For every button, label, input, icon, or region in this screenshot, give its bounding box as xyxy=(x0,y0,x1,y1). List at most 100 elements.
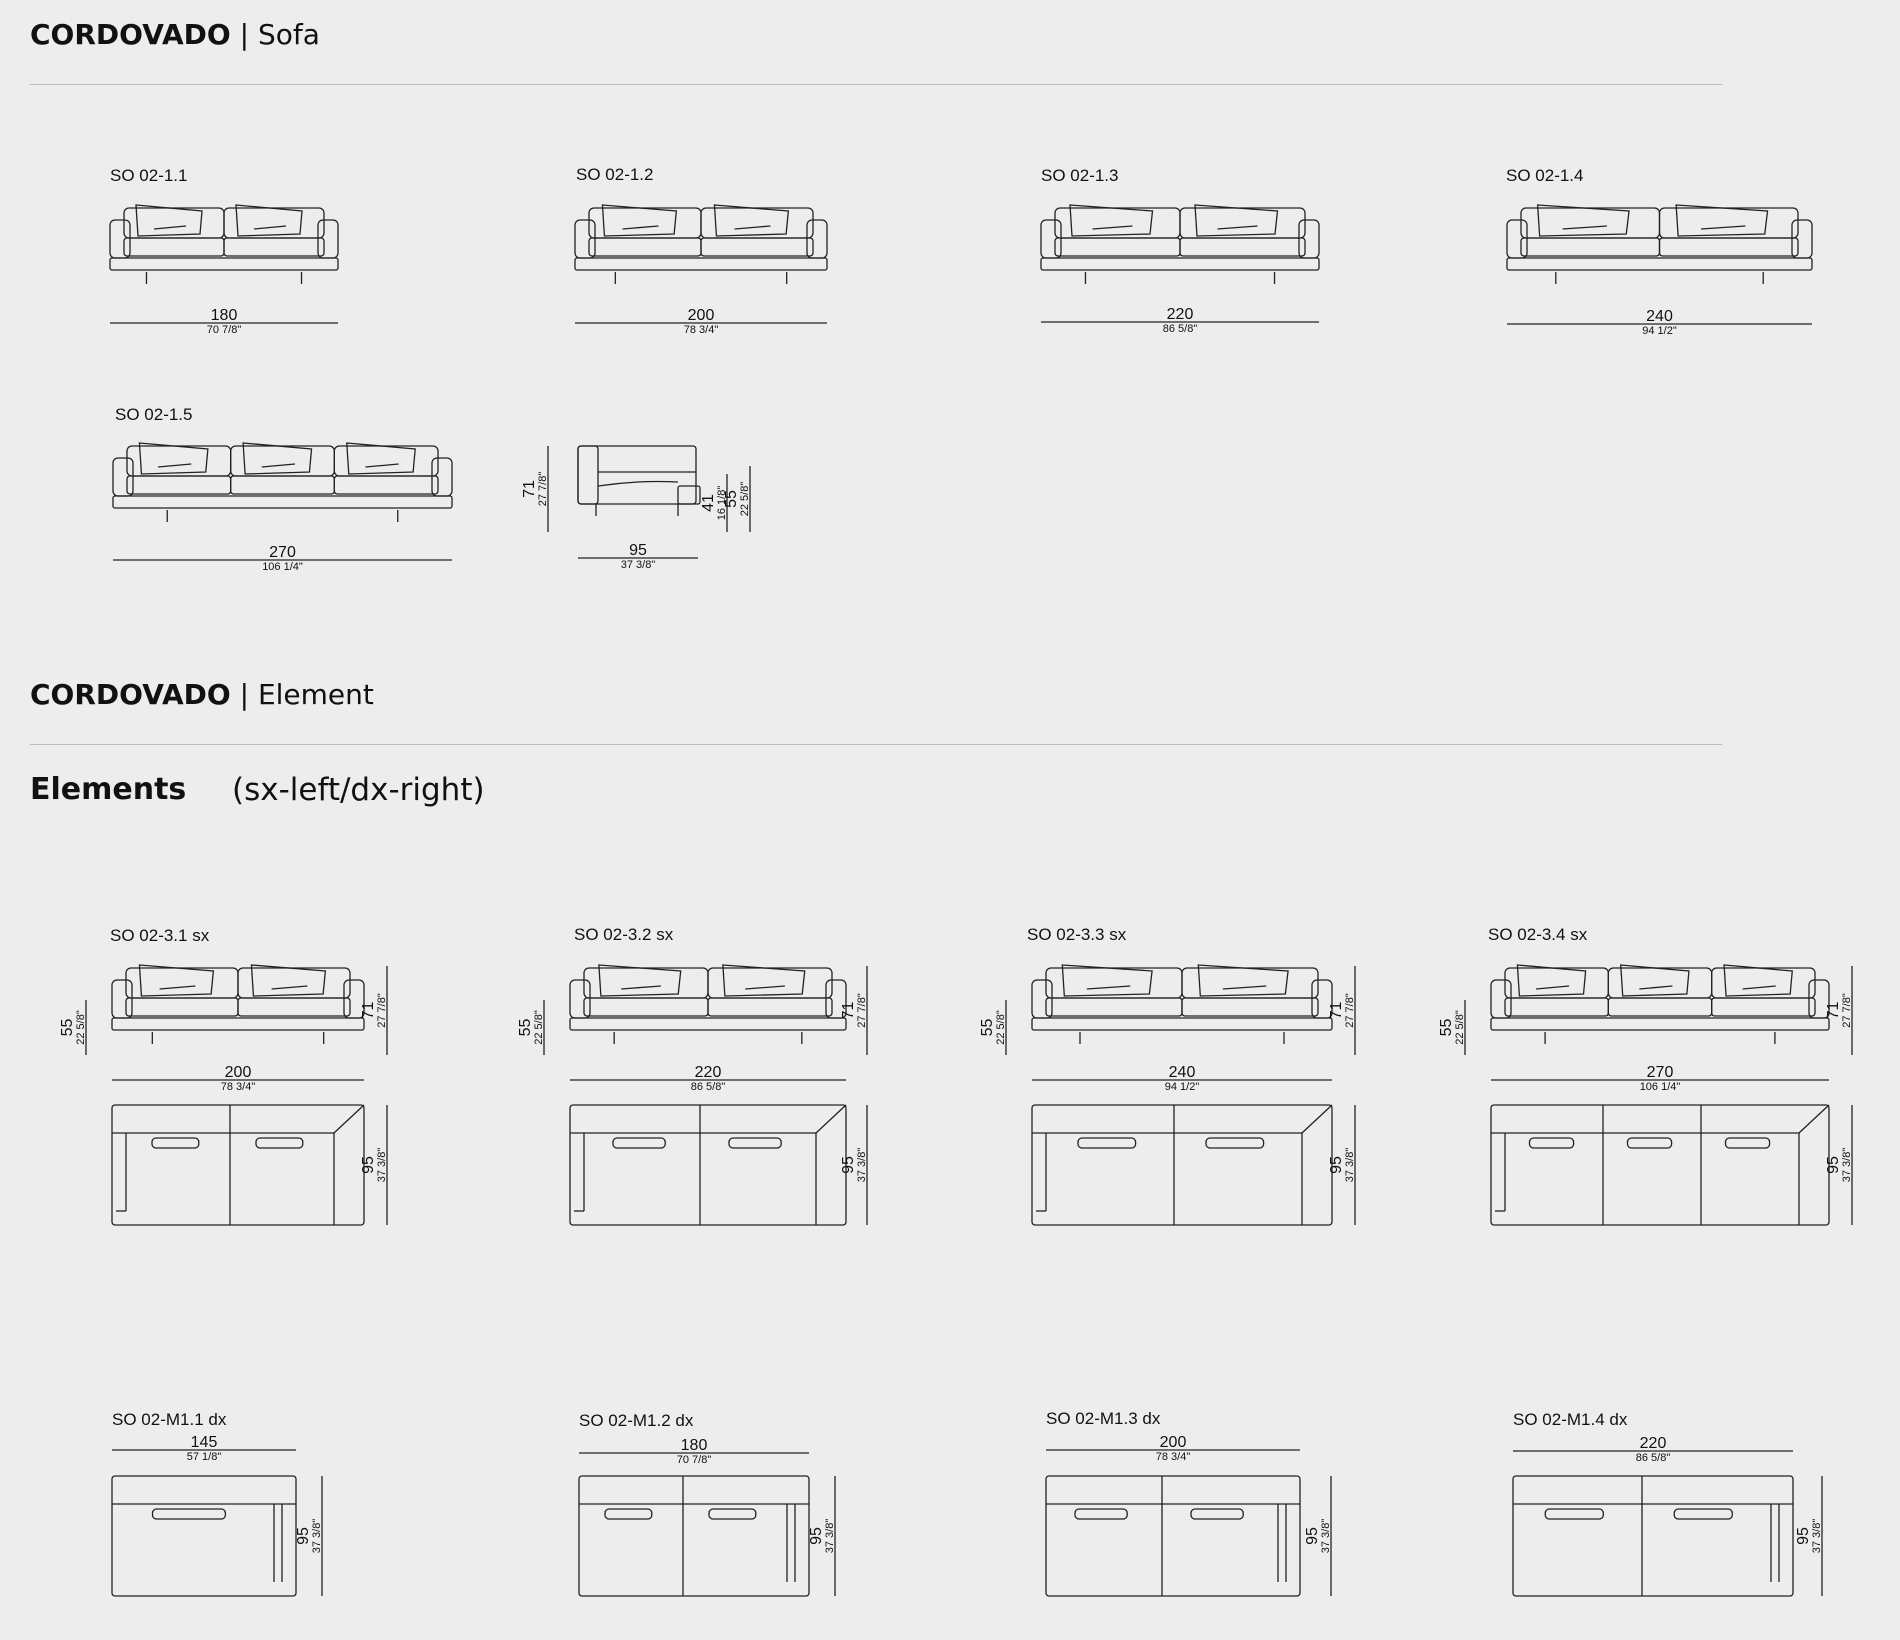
dimension-cm-label: 200 xyxy=(1160,1434,1187,1451)
title-separator: | xyxy=(230,678,258,711)
drawing-outline xyxy=(604,1508,653,1520)
sofa-front-view xyxy=(109,204,339,284)
drawing-outline xyxy=(707,967,833,999)
drawing-outline xyxy=(237,967,351,999)
drawing-line xyxy=(713,204,790,237)
drawing-outline xyxy=(126,475,232,495)
dimension-cm-label: 220 xyxy=(1640,1435,1667,1452)
drawing-line xyxy=(1197,964,1289,997)
drawing-outline xyxy=(1506,257,1813,271)
drawing-line xyxy=(1194,204,1279,237)
drawing-outline xyxy=(255,1137,304,1149)
drawing-outline xyxy=(317,219,339,259)
dimension-inch-label: 22 5/8" xyxy=(1454,1010,1466,1045)
drawing-outline xyxy=(1607,997,1713,1017)
section-title-element: CORDOVADO | Element xyxy=(30,678,374,711)
dimension-cm-label: 240 xyxy=(1169,1064,1196,1081)
drawing-line xyxy=(1536,204,1630,237)
dimension-inch-label: 27 7/8" xyxy=(1344,993,1356,1028)
drawing-outline xyxy=(1040,257,1320,271)
drawing-outline xyxy=(1673,1508,1733,1520)
dimension-inch-label: 78 3/4" xyxy=(684,324,719,336)
drawing-outline xyxy=(1520,237,1661,257)
drawing-line xyxy=(601,204,678,237)
drawing-line xyxy=(1061,964,1153,997)
drawing-line xyxy=(1701,225,1746,230)
drawing-line xyxy=(621,985,661,990)
drawing-outline xyxy=(1077,1137,1137,1149)
dimension-inch-label: 37 3/8" xyxy=(376,1148,388,1183)
drawing-line xyxy=(1675,204,1769,237)
drawing-line xyxy=(815,1104,847,1134)
drawing-line xyxy=(1535,985,1570,990)
dimension-inch-label: 37 3/8" xyxy=(1320,1519,1332,1554)
dimension-cm-label: 95 xyxy=(360,1156,377,1174)
drawing-outline xyxy=(612,1137,666,1149)
dimension-cm-label: 270 xyxy=(1647,1064,1674,1081)
drawing-line xyxy=(346,442,416,475)
dimension-cm-label: 55 xyxy=(517,1019,534,1037)
elements-note: (sx-left/dx-right) xyxy=(232,772,485,808)
drawing-line xyxy=(745,985,785,990)
brand-name: CORDOVADO xyxy=(30,678,231,711)
drawing-outline xyxy=(1031,1017,1333,1031)
drawing-outline xyxy=(588,207,702,239)
drawing-outline xyxy=(1054,237,1181,257)
drawing-outline xyxy=(1054,207,1181,239)
dimension-inch-label: 22 5/8" xyxy=(75,1010,87,1045)
dimension-inch-label: 27 7/8" xyxy=(537,472,549,507)
dimension-cm-label: 71 xyxy=(1328,1002,1345,1020)
drawing-line xyxy=(138,964,215,997)
drawing-outline xyxy=(112,457,134,497)
drawing-line xyxy=(135,204,203,237)
dimension-inch-label: 86 5/8" xyxy=(691,1081,726,1093)
drawing-line xyxy=(734,225,771,230)
drawing-line xyxy=(1086,985,1131,990)
drawing-outline xyxy=(1045,967,1183,999)
drawing-outline xyxy=(1031,979,1053,1019)
sofa-plan-view xyxy=(111,1475,297,1597)
sofa-front-view xyxy=(574,204,828,284)
drawing-outline xyxy=(109,219,131,259)
dimension-inch-label: 37 3/8" xyxy=(311,1519,323,1554)
drawing-outline xyxy=(1298,219,1320,259)
drawing-outline xyxy=(125,967,239,999)
drawing-outline xyxy=(123,237,225,257)
drawing-outline xyxy=(1658,207,1799,239)
dimension-cm-label: 95 xyxy=(295,1527,312,1545)
dimension-cm-label: 200 xyxy=(688,307,715,324)
drawing-outline xyxy=(223,207,325,239)
dimension-cm-label: 95 xyxy=(629,542,647,559)
dimension-cm-label: 71 xyxy=(1825,1002,1842,1020)
drawing-outline xyxy=(1311,979,1333,1019)
drawing-outline xyxy=(1181,997,1319,1017)
sofa-side-view xyxy=(577,445,701,516)
drawing-line xyxy=(261,463,295,468)
drawing-outline xyxy=(577,445,599,505)
sofa-plan-view xyxy=(1031,1104,1333,1226)
product-code: SO 02-1.5 xyxy=(115,405,193,424)
dimension-cm-label: 55 xyxy=(979,1019,996,1037)
divider xyxy=(30,744,1722,745)
dimension-cm-label: 71 xyxy=(360,1002,377,1020)
drawing-outline xyxy=(806,219,828,259)
dimension-inch-label: 37 3/8" xyxy=(1811,1519,1823,1554)
dimension-cm-label: 240 xyxy=(1646,308,1673,325)
dimension-cm-label: 95 xyxy=(1825,1156,1842,1174)
dimension-cm-label: 270 xyxy=(269,544,296,561)
dimension-cm-label: 95 xyxy=(1328,1156,1345,1174)
